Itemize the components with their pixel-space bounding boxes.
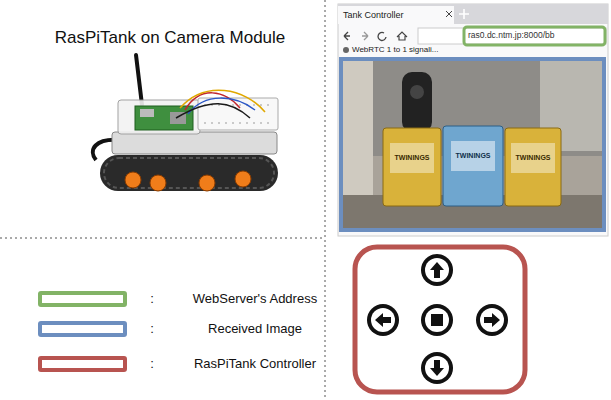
browser-screenshot [338, 4, 608, 236]
controller-panel [355, 247, 525, 392]
separator: : [150, 357, 154, 372]
legend-text: RasPiTank Controller [194, 357, 316, 372]
legend-swatch [38, 291, 127, 307]
tin-label: TWININGS [395, 154, 430, 162]
title: RasPiTank on Camera Module [55, 28, 286, 48]
divider [0, 238, 325, 239]
tab-title: Tank Controller [343, 10, 404, 20]
url-text: ras0.dc.ntm.jp:8000/bb [468, 31, 554, 41]
bookmark-text: WebRTC 1 to 1 signali... [352, 45, 438, 54]
address-highlight [464, 27, 605, 45]
separator: : [150, 292, 154, 307]
legend-swatch [38, 356, 127, 372]
tin-label: TWININGS [516, 154, 551, 162]
separator: : [150, 322, 154, 337]
tank-photo [93, 55, 278, 191]
divider [325, 0, 326, 400]
legend-text: WebServer's Address [193, 292, 317, 307]
legend-text: Received Image [208, 322, 302, 337]
legend-swatch [38, 321, 127, 337]
tin-label: TWININGS [456, 152, 491, 160]
